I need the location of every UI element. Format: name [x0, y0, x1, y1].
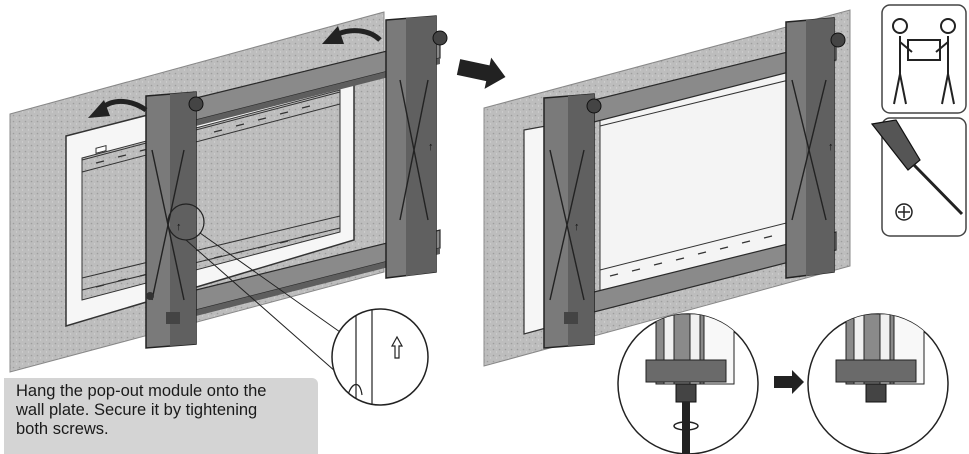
instruction-caption: Hang the pop-out module onto the wall pl… [4, 378, 318, 454]
module-post-right-2: ↑ [785, 17, 846, 279]
screwdriver-card [870, 117, 967, 237]
step-arrow-icon [456, 57, 506, 89]
module-bars-left [195, 37, 441, 316]
caption-line-3: both screws. [16, 420, 109, 438]
two-person-lift-card [881, 4, 967, 114]
svg-text:↑: ↑ [428, 141, 434, 153]
curved-arrow-left-head-icon [88, 100, 110, 118]
phillips-head-icon [895, 203, 913, 221]
zoom-detail-screwdriver [617, 313, 759, 454]
caption-line-2: wall plate. Secure it by tightening [16, 401, 258, 419]
right-scene: ↑ ↑ [483, 9, 949, 454]
svg-text:↑: ↑ [176, 221, 182, 233]
curved-arrow-right-icon [337, 28, 382, 42]
zoom-detail-arrow [331, 308, 429, 406]
module-post-left: ↑ [145, 91, 204, 349]
detail-step-arrow-icon [774, 370, 804, 394]
module-post-left-2: ↑ [543, 93, 602, 349]
phillips-screwdriver-icon [870, 119, 964, 216]
svg-text:↑: ↑ [828, 141, 834, 153]
two-person-lift-icon [892, 18, 956, 105]
caption-line-1: Hang the pop-out module onto the [16, 382, 267, 400]
svg-text:↑: ↑ [574, 221, 580, 233]
module-post-right: ↑ [385, 15, 448, 279]
curved-arrow-right-head-icon [322, 26, 344, 44]
zoom-detail-secured [807, 313, 949, 454]
left-scene: ↑ ↑ [9, 11, 448, 406]
